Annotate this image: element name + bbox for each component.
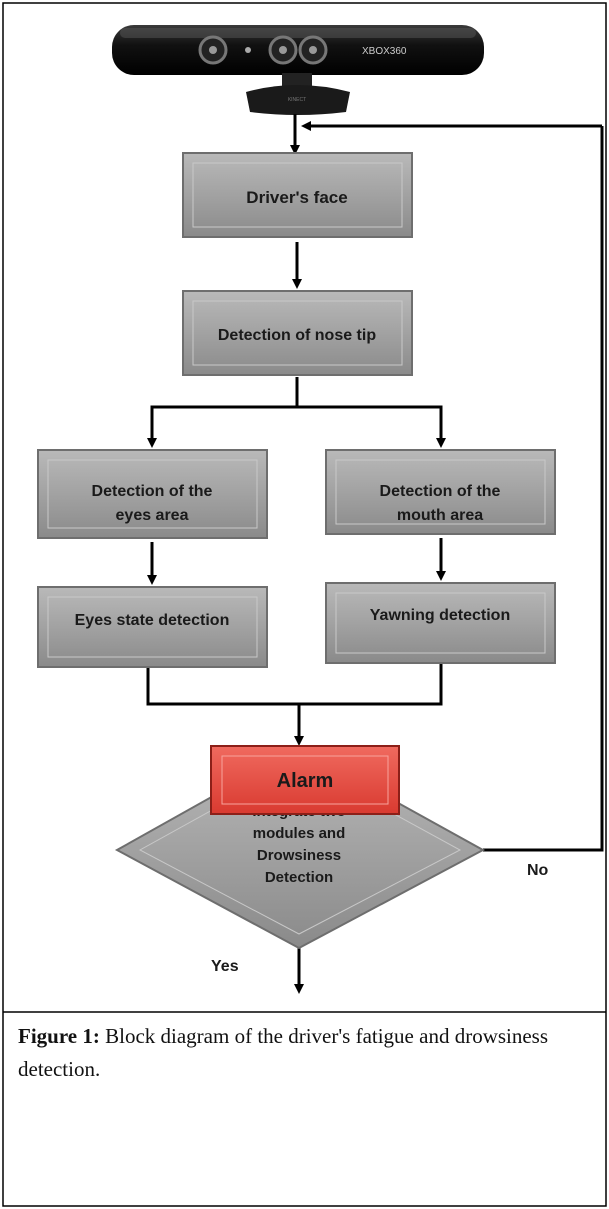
node-yawning: Yawning detection	[325, 582, 556, 664]
connector-merge	[146, 662, 443, 706]
decision-line4: Detection	[265, 869, 333, 886]
edge-label-yes: Yes	[211, 958, 239, 975]
node-drivers-face-label: Driver's face	[246, 188, 347, 207]
node-eyes-state: Eyes state detection	[37, 586, 268, 668]
node-yawning-label: Yawning detection	[370, 607, 510, 624]
node-eyes-area: Detection of the eyes area	[37, 449, 268, 539]
caption-text: Block diagram of the driver's fatigue an…	[18, 1024, 549, 1081]
sensor-brand-label: XBOX360	[362, 46, 407, 57]
node-eyes-area-line2: eyes area	[116, 507, 189, 524]
edge-label-no: No	[527, 862, 549, 879]
decision-line2: modules and	[253, 825, 346, 842]
node-mouth-area-line2: mouth area	[397, 507, 483, 524]
sensor-base-label: KINECT	[288, 97, 306, 103]
figure-caption: Figure 1: Block diagram of the driver's …	[18, 1020, 588, 1086]
node-eyes-area-line1: Detection of the	[92, 483, 213, 500]
alarm-node-box: Alarm	[210, 745, 400, 815]
connector-nose-to-mouth	[297, 405, 446, 448]
node-mouth-area: Detection of the mouth area	[325, 449, 556, 535]
kinect-sensor-icon: XBOX360 KINECT	[112, 25, 484, 115]
feedback-connector	[301, 121, 604, 852]
node-eyes-state-label: Eyes state detection	[75, 612, 230, 629]
decision-line3: Drowsiness	[257, 847, 341, 864]
node-drivers-face: Driver's face	[182, 152, 413, 238]
alarm-label: Alarm	[277, 770, 334, 792]
node-mouth-area-line1: Detection of the	[380, 483, 501, 500]
caption-label: Figure 1:	[18, 1024, 100, 1048]
connector-nose-to-eyes	[147, 377, 299, 448]
node-nose-tip-label: Detection of nose tip	[218, 327, 376, 344]
node-nose-tip: Detection of nose tip	[182, 290, 413, 376]
